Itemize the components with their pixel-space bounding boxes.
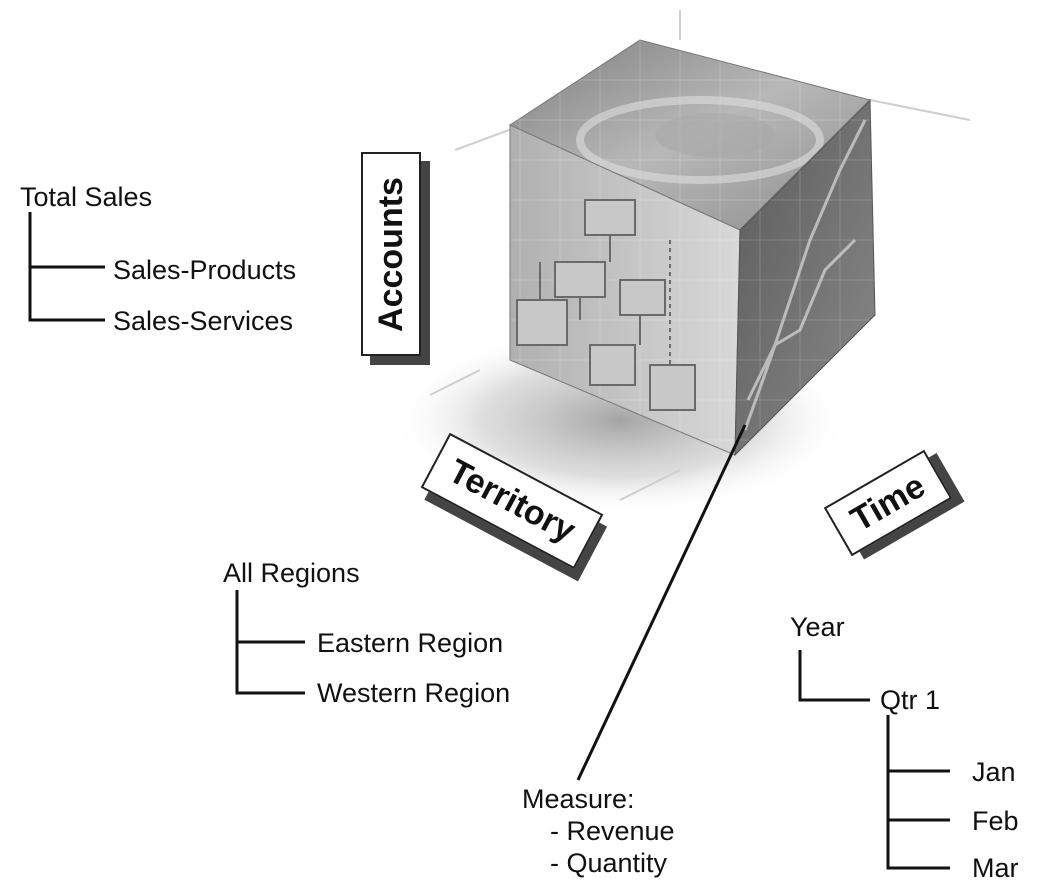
measure-title: Measure: [522, 784, 635, 814]
time-tree-line [886, 715, 950, 870]
axis-guide [619, 469, 681, 501]
territory-tree-line [235, 590, 305, 695]
measure-item: - Quantity [550, 848, 668, 878]
time-month: Feb [972, 806, 1019, 836]
territory-root: All Regions [223, 558, 360, 588]
time-tree-line [798, 650, 870, 702]
time-root: Year [790, 612, 845, 642]
time-month: Jan [972, 757, 1016, 787]
accounts-root: Total Sales [20, 182, 153, 212]
accounts-tree-line [28, 212, 105, 322]
territory-child: Western Region [317, 678, 511, 708]
measure-item: - Revenue [550, 816, 675, 846]
chart-pattern [743, 119, 867, 431]
measure-pointer [576, 424, 747, 781]
accounts-child: Sales-Products [113, 255, 297, 285]
flowchart-pattern [516, 199, 696, 411]
time-child: Qtr 1 [880, 685, 941, 715]
territory-child: Eastern Region [317, 628, 504, 658]
time-month: Mar [972, 853, 1019, 883]
axis-guide [429, 369, 481, 396]
axis-guide [869, 99, 971, 121]
accounts-child: Sales-Services [113, 306, 294, 336]
accounts-label: Accounts [361, 152, 421, 356]
